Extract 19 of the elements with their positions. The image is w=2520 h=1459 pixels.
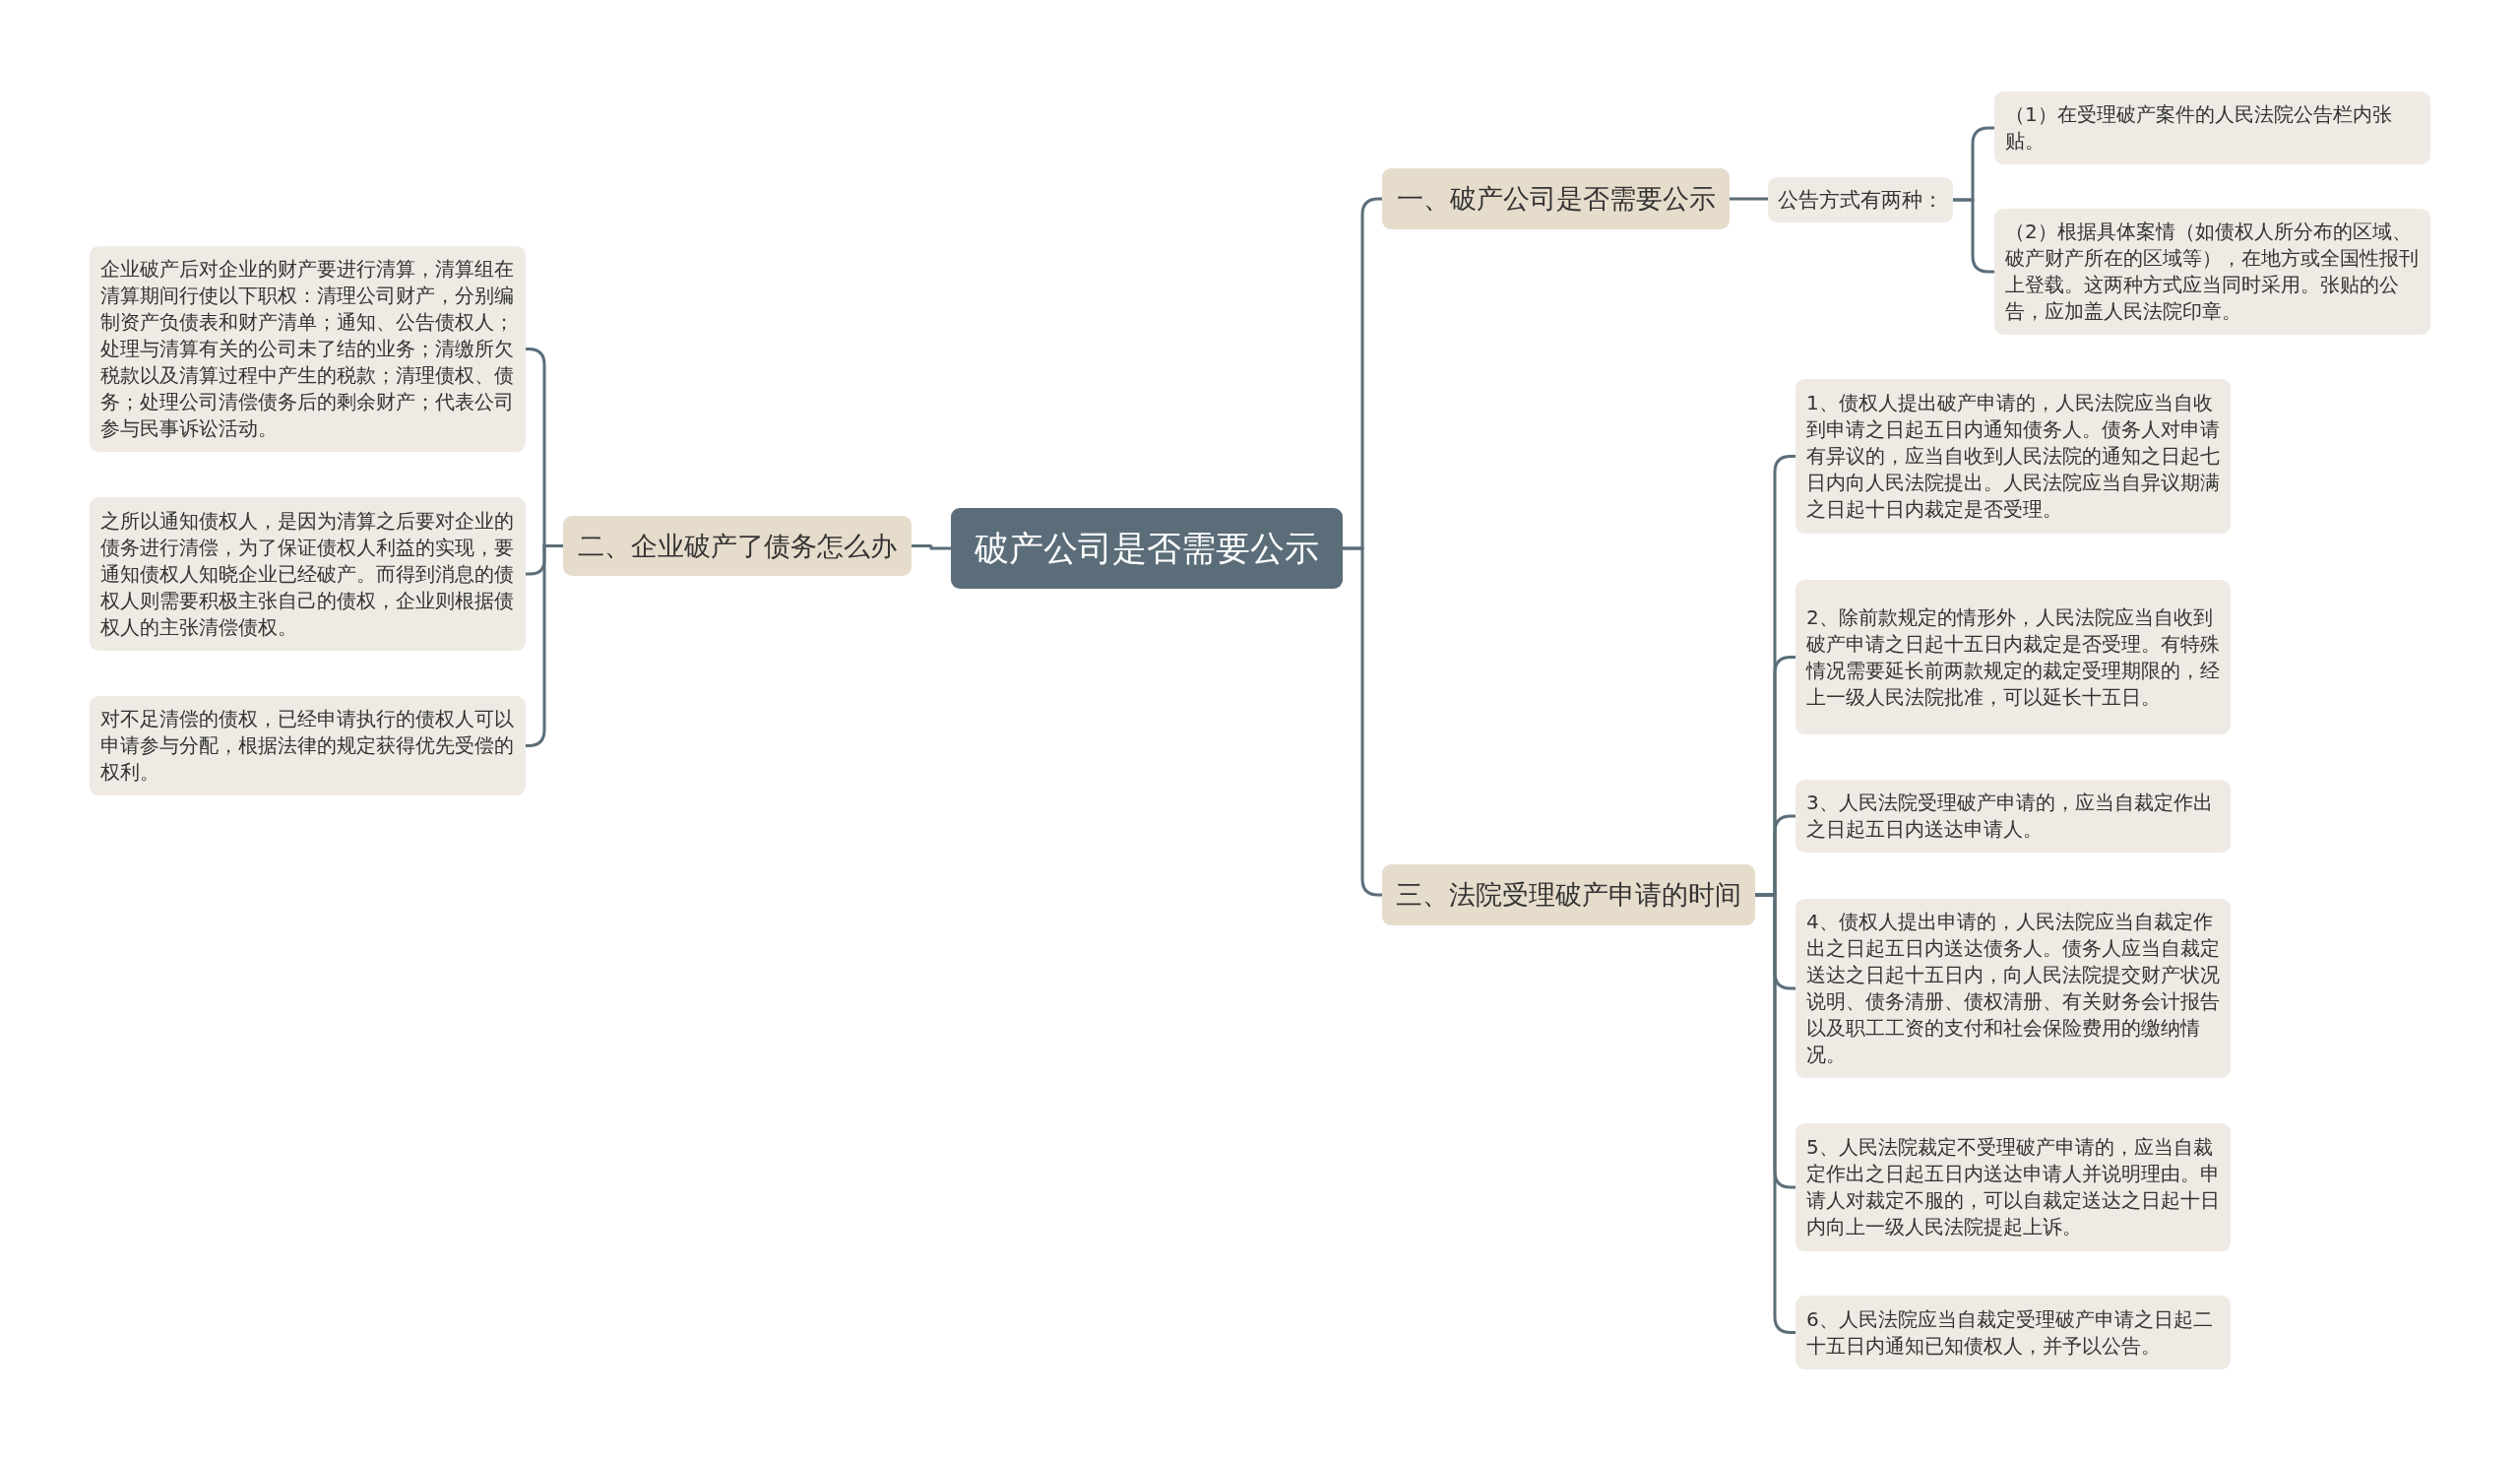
note-card: （1）在受理破产案件的人民法院公告栏内张贴。 xyxy=(1994,92,2430,164)
note-card: 之所以通知债权人，是因为清算之后要对企业的债务进行清偿，为了保证债权人利益的实现，要通知债权人知晓企业已经破产。而得到消息的债权人则需要积极主张自己的债权，企业则根据债权人的主张清偿债权。 xyxy=(90,497,526,651)
note-card: 3、人民法院受理破产申请的，应当自裁定作出之日起五日内送达申请人。 xyxy=(1796,780,2231,853)
note-card: 1、债权人提出破产申请的，人民法院应当自收到申请之日起五日内通知债务人。债务人对申请有异议的，应当自收到人民法院的通知之日起七日内向人民法院提出。人民法院应当自异议期满之日起十日内裁定是否受理。 xyxy=(1796,379,2231,534)
central-topic: 破产公司是否需要公示 xyxy=(951,508,1343,589)
subtopic-box: 公告方式有两种： xyxy=(1768,177,1953,222)
connector-line xyxy=(1730,197,1768,201)
note-card: 4、债权人提出申请的，人民法院应当自裁定作出之日起五日内送达债务人。债务人应当自裁定送达之日起十五日内，向人民法院提交财产状况说明、债务清册、债权清册、有关财务会计报告以及职工工资的支付和社会保险费用的缴纳情况。 xyxy=(1796,899,2231,1078)
branch-topic: 三、法院受理破产申请的时间 xyxy=(1382,864,1755,925)
connector-line xyxy=(1755,893,1796,1334)
note-card: 对不足清偿的债权，已经申请执行的债权人可以申请参与分配，根据法律的规定获得优先受偿的权利。 xyxy=(90,696,526,795)
note-card: 5、人民法院裁定不受理破产申请的，应当自裁定作出之日起五日内送达申请人并说明理由。申请人对裁定不服的，可以自裁定送达之日起十日内向上一级人民法院提起上诉。 xyxy=(1796,1123,2231,1251)
note-card: 6、人民法院应当自裁定受理破产申请之日起二十五日内通知已知债权人，并予以公告。 xyxy=(1796,1296,2231,1369)
branch-topic: 一、破产公司是否需要公示 xyxy=(1382,168,1730,229)
connector-line xyxy=(912,544,951,550)
branch-topic: 二、企业破产了债务怎么办 xyxy=(563,516,912,576)
note-card: （2）根据具体案情（如债权人所分布的区域、破产财产所在的区域等），在地方或全国性报刊上登载。这两种方式应当同时采用。张贴的公告，应加盖人民法院印章。 xyxy=(1994,209,2430,335)
note-card: 企业破产后对企业的财产要进行清算，清算组在清算期间行使以下职权：清理公司财产，分别编制资产负债表和财产清单；通知、公告债权人；处理与清算有关的公司未了结的业务；清缴所欠税款以及清算过程中产生的税款；清理债权、债务；处理公司清偿债务后的剩余财产；代表公司参与民事诉讼活动。 xyxy=(90,246,526,452)
note-card: 2、除前款规定的情形外，人民法院应当自收到破产申请之日起十五日内裁定是否受理。有特殊情况需要延长前两款规定的裁定受理期限的，经上一级人民法院批准，可以延长十五日。 xyxy=(1796,580,2231,734)
